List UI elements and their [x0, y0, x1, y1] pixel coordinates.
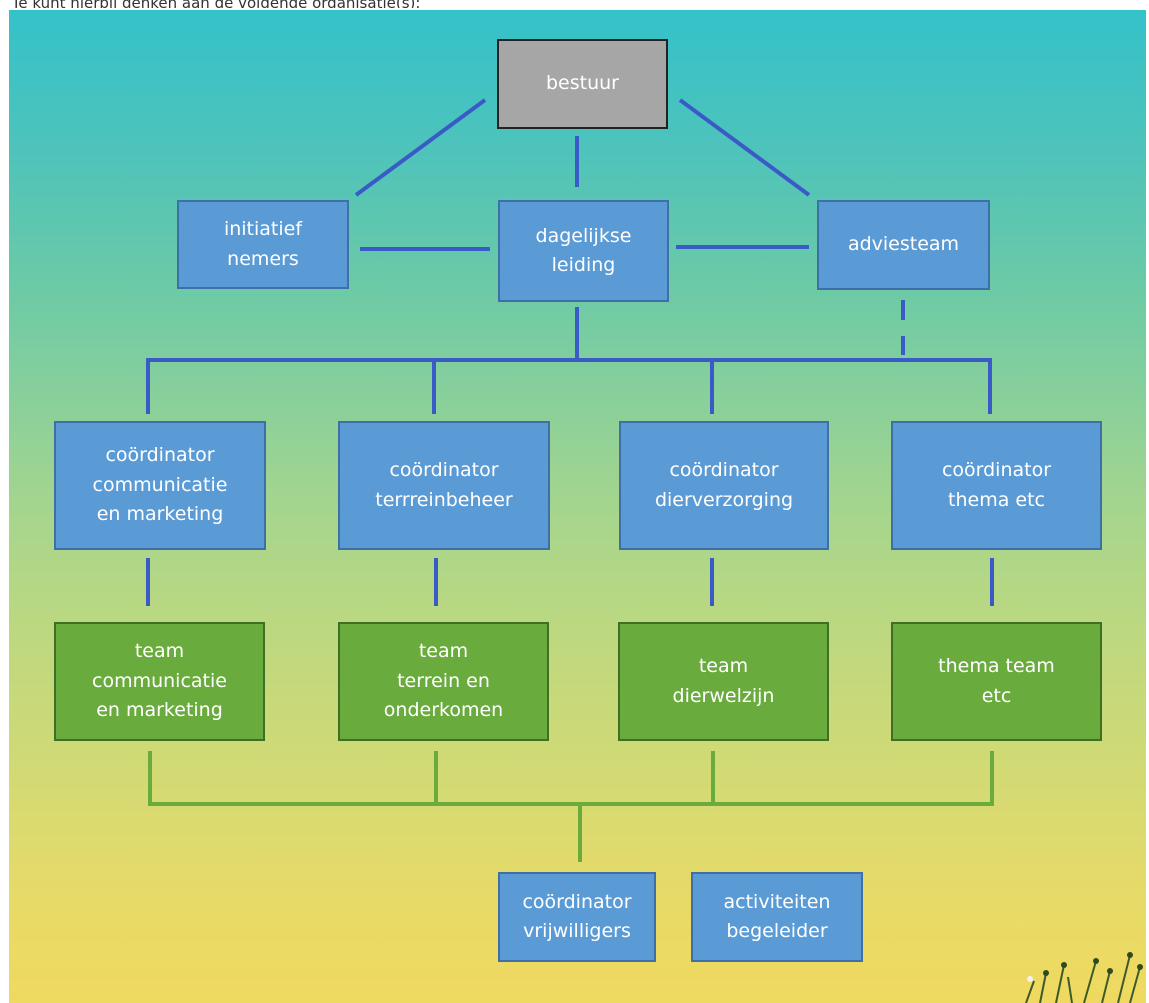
initiatiefnemers-box: initiatief nemers — [177, 200, 349, 289]
coordinator-vrijwilligers-box: coördinator vrijwilligers — [498, 872, 656, 962]
team-label: thema team etc — [938, 655, 1055, 707]
bestuur-label: bestuur — [546, 72, 619, 95]
decorative-plant-image — [1025, 952, 1143, 1003]
dagelijkse-leiding-label: dagelijkse leiding — [535, 224, 632, 276]
bestuur-box: bestuur — [497, 39, 668, 129]
activiteiten-begeleider-label: activiteiten begeleider — [723, 890, 831, 942]
coordinator-box-thema: coördinator thema etc — [891, 421, 1102, 550]
coordinator-vrijwilligers-label: coördinator vrijwilligers — [522, 890, 632, 942]
coordinator-label: coördinator communicatie en marketing — [92, 444, 228, 526]
adviesteam-box: adviesteam — [817, 200, 990, 290]
dagelijkse-leiding-box: dagelijkse leiding — [498, 200, 669, 302]
coordinator-box-dierverzorging: coördinator dierverzorging — [619, 421, 829, 550]
team-box-thema: thema team etc — [891, 622, 1102, 741]
coordinator-label: coördinator terrreinbeheer — [375, 459, 513, 511]
team-box-dierwelzijn: team dierwelzijn — [618, 622, 829, 741]
team-label: team dierwelzijn — [672, 655, 775, 707]
team-box-communicatie: team communicatie en marketing — [54, 622, 265, 741]
team-label: team terrein en onderkomen — [383, 640, 504, 722]
team-label: team communicatie en marketing — [92, 640, 227, 722]
coordinator-label: coördinator dierverzorging — [654, 459, 794, 511]
adviesteam-label: adviesteam — [847, 233, 960, 256]
activiteiten-begeleider-box: activiteiten begeleider — [691, 872, 863, 962]
initiatiefnemers-label: initiatief nemers — [223, 218, 303, 270]
intro-text: Je kunt hierbij denken aan de volgende o… — [14, 0, 420, 8]
coordinator-label: coördinator thema etc — [941, 459, 1052, 511]
team-box-terrein: team terrein en onderkomen — [338, 622, 549, 741]
connector-lines — [146, 98, 994, 862]
coordinator-box-terreinbeheer: coördinator terrreinbeheer — [338, 421, 550, 550]
org-chart-canvas: bestuur initiatief nemers dagelijkse lei… — [9, 10, 1146, 1003]
coordinator-box-communicatie: coördinator communicatie en marketing — [54, 421, 266, 550]
